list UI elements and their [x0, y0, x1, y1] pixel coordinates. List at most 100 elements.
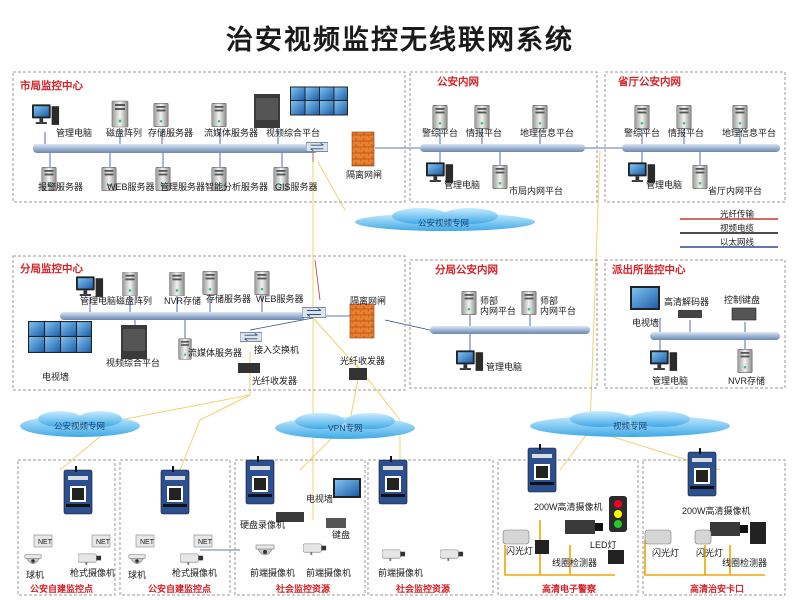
station-title: 派出所监控中心 — [612, 264, 686, 276]
branch-top-label-1: 磁盘阵列 — [116, 296, 153, 306]
field-site1-box — [17, 459, 116, 596]
site3-cam-label: 前端摄像机 — [250, 568, 296, 578]
site6-hd-label: 200W高清摄像机 — [682, 506, 751, 516]
branch-title: 分局监控中心 — [20, 263, 83, 275]
site5-traffic-light-icon — [609, 496, 627, 532]
fiber-tx-2-icon — [349, 368, 367, 380]
site2-gun-label: 枪式摄像机 — [172, 568, 218, 578]
police-platform-3-icon — [532, 104, 548, 130]
site2-net-2: NET — [198, 539, 212, 546]
province-intranet-label: 省厅内网平台 — [708, 186, 763, 196]
station-pc-icon — [650, 350, 678, 371]
site6-flash2-icon — [694, 529, 712, 545]
province-intranet-server-icon — [692, 164, 708, 190]
site5-flash-label: 闪光灯 — [506, 546, 534, 556]
site5-coil-label: 线圈检测器 — [552, 558, 598, 568]
city-center-box — [12, 71, 406, 203]
disk-array-icon — [111, 100, 129, 128]
media-server-icon — [211, 102, 227, 128]
site2-net-box-1 — [135, 534, 155, 548]
police-platform-1-icon — [432, 104, 448, 130]
cloud-vpn — [275, 413, 415, 439]
site1-net-1: NET — [38, 539, 52, 546]
branch-gate-label: 隔离网闸 — [350, 296, 387, 306]
city-top-label-3: 流媒体服务器 — [204, 128, 259, 138]
cloud-police-video-top-label: 公安视频专网 — [418, 218, 470, 228]
site5-caption: 高清电子警察 — [542, 584, 597, 594]
city-intranet-server-icon — [492, 164, 508, 190]
branch-core-switch-icon — [302, 306, 326, 319]
station-nvr-label: NVR存储 — [728, 376, 766, 386]
province-pc-label: 管理电脑 — [646, 180, 683, 190]
province-platform-label-0: 警综平台 — [624, 128, 661, 138]
site5-hd-cam-icon — [565, 520, 603, 534]
station-bus — [650, 332, 780, 340]
dvr-icon — [276, 512, 304, 522]
branch-net-title: 分局公安内网 — [435, 264, 498, 276]
branch-nvr-icon — [169, 272, 185, 296]
fiber-tx-2-label: 光纤收发器 — [340, 356, 386, 366]
branch-intranet-1-icon — [461, 290, 477, 316]
city-admin-pc-icon — [32, 104, 60, 125]
city-gate-icon — [351, 131, 375, 167]
province-platform-2-icon — [676, 104, 692, 130]
site1-gun-icon — [78, 553, 102, 565]
province-title: 省厅公安内网 — [618, 76, 681, 88]
cloud-police-video-left — [20, 411, 140, 437]
province-platform-1-icon — [634, 104, 650, 130]
page-title: 治安视频监控无线联网系统 — [226, 25, 574, 56]
province-platform-3-icon — [732, 104, 748, 130]
decoder-label: 高清解码器 — [664, 297, 710, 307]
site3-caption: 社会监控资源 — [276, 584, 331, 594]
site3-dvr-label: 硬盘录像机 — [240, 520, 286, 530]
field-site4-box — [367, 459, 494, 596]
city-intranet-label: 市局内网平台 — [509, 186, 564, 196]
site6-flash2-label: 闪光灯 — [696, 548, 724, 558]
field1-router-icon — [63, 466, 93, 515]
police-platform-label-2: 地理信息平台 — [520, 128, 575, 138]
city-bottom-label-4: GIS服务器 — [275, 182, 318, 192]
site5-hd-label: 200W高清摄像机 — [534, 502, 603, 512]
branch-top-label-0: 管理电脑 — [80, 296, 117, 306]
site1-net-box-1 — [33, 534, 53, 548]
city-bottom-label-0: 报警服务器 — [38, 182, 84, 192]
police-pc-label: 管理电脑 — [444, 180, 481, 190]
station-center-box — [604, 259, 786, 389]
police-platform-label-0: 警综平台 — [422, 128, 459, 138]
field-site5-box — [497, 459, 639, 596]
branch-net-bus — [430, 326, 590, 334]
site1-gun-label: 枪式摄像机 — [70, 568, 116, 578]
cloud-vpn-label: VPN专网 — [328, 423, 363, 433]
branch-net-pc-label: 管理电脑 — [486, 362, 523, 372]
branch-top-label-3: 存储服务器 — [206, 294, 252, 304]
province-bus — [622, 144, 780, 152]
site1-caption: 公安自建监控点 — [30, 584, 94, 594]
branch-top-label-2: NVR存储 — [164, 296, 202, 306]
site6-flash1-icon — [644, 529, 672, 545]
branch-tv-wall-icon — [28, 321, 92, 353]
field-site3-box — [234, 459, 366, 596]
branch-bus — [60, 312, 305, 320]
branch-intranet-2-icon — [521, 290, 537, 316]
branch-gate-icon — [349, 303, 375, 339]
site2-net-box-2 — [193, 534, 213, 548]
site2-dome-label: 球机 — [128, 570, 147, 580]
cloud-video — [530, 411, 730, 437]
keyboard-label: 控制键盘 — [724, 295, 761, 305]
site4-caption: 社会监控资源 — [396, 584, 451, 594]
branch-web-icon — [254, 270, 270, 296]
site3-tv-label: 电视墙 — [306, 494, 334, 504]
station-pc-label: 管理电脑 — [652, 376, 689, 386]
site5-led-label: LED灯 — [590, 540, 617, 550]
access-switch-label: 接入交换机 — [254, 345, 300, 355]
branch-tv-wall-label: 电视墙 — [42, 372, 70, 382]
branch-platform-chassis-icon — [121, 325, 147, 359]
station-tv-icon — [630, 286, 660, 310]
site6-caption: 高清治安卡口 — [690, 584, 745, 594]
field5-router-icon — [527, 444, 557, 493]
city-title: 市局监控中心 — [20, 80, 83, 92]
city-top-label-1: 磁盘阵列 — [106, 128, 143, 138]
storage-server-icon — [153, 102, 169, 128]
station-nvr-icon — [737, 348, 753, 374]
decoder-icon — [678, 310, 702, 318]
